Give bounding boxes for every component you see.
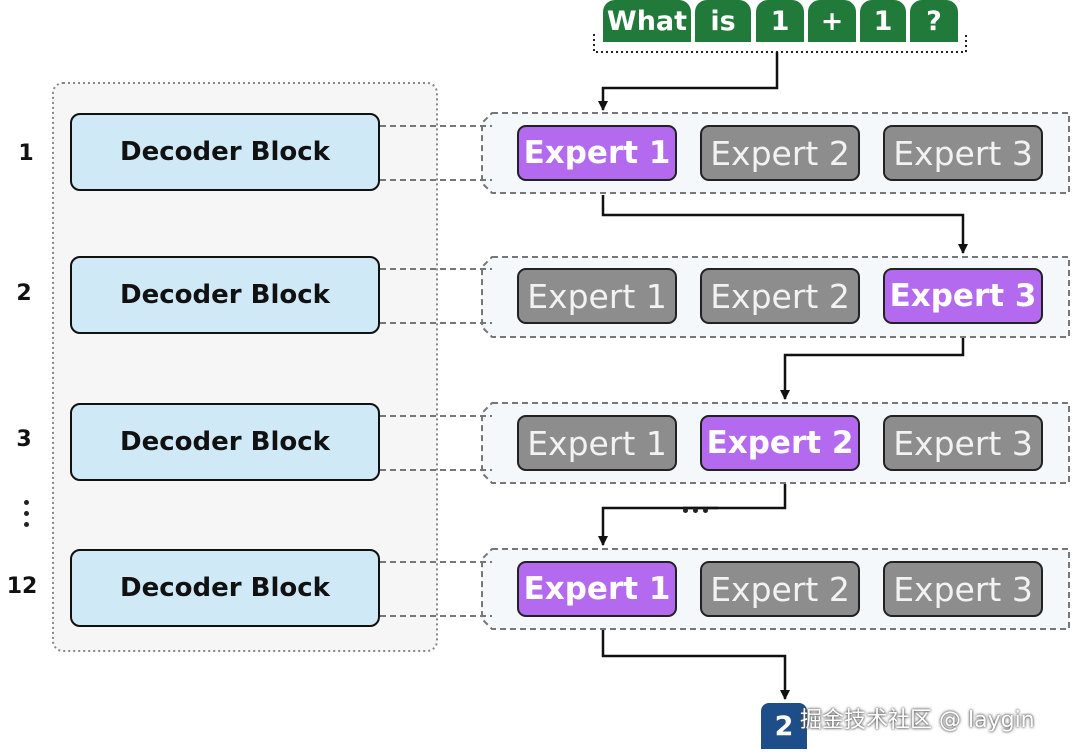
expert-box-inactive: Expert 2 (700, 561, 860, 617)
expert-box-active: Expert 2 (700, 415, 860, 471)
expert-box-inactive: Expert 3 (883, 415, 1043, 471)
expert-box-inactive: Expert 3 (883, 125, 1043, 181)
expert-box-inactive: Expert 1 (517, 268, 677, 324)
expert-box-inactive: Expert 2 (700, 125, 860, 181)
arrow-gap-to-layer12 (598, 506, 718, 546)
expert-box-active: Expert 1 (517, 125, 677, 181)
decoder-block: Decoder Block (70, 549, 380, 627)
expert-box-inactive: Expert 1 (517, 415, 677, 471)
horizontal-ellipsis (683, 508, 708, 513)
expert-box-inactive: Expert 2 (700, 268, 860, 324)
input-token: is (695, 0, 751, 42)
input-token: 1 (860, 0, 906, 42)
decoder-block: Decoder Block (70, 113, 380, 191)
watermark-text: 掘金技术社区 @ laygin (800, 708, 1035, 733)
decoder-expert-connectors (380, 125, 492, 617)
arrow-layer2-to-layer3 (780, 338, 965, 400)
routing-arrows (598, 52, 968, 700)
input-token: + (808, 0, 856, 42)
decoder-block: Decoder Block (70, 403, 380, 481)
layer-number: 3 (16, 427, 32, 452)
input-token: ? (910, 0, 958, 42)
input-token: What (603, 0, 691, 42)
input-token: 1 (756, 0, 804, 42)
output-token: 2 (761, 703, 807, 749)
vertical-ellipsis (24, 500, 29, 527)
layer-number: 12 (6, 574, 38, 599)
arrow-layer1-to-layer2 (601, 195, 968, 254)
decoder-stack-container (52, 82, 438, 652)
layer-number: 2 (16, 281, 32, 306)
expert-box-active: Expert 3 (883, 268, 1043, 324)
arrow-layer12-to-output (601, 630, 790, 700)
decoder-block: Decoder Block (70, 256, 380, 334)
expert-box-active: Expert 1 (517, 561, 677, 617)
expert-box-inactive: Expert 3 (883, 561, 1043, 617)
arrow-input-to-layer1 (598, 52, 779, 111)
arrow-layer3-to-gap (683, 484, 787, 510)
layer-number: 1 (18, 141, 34, 166)
